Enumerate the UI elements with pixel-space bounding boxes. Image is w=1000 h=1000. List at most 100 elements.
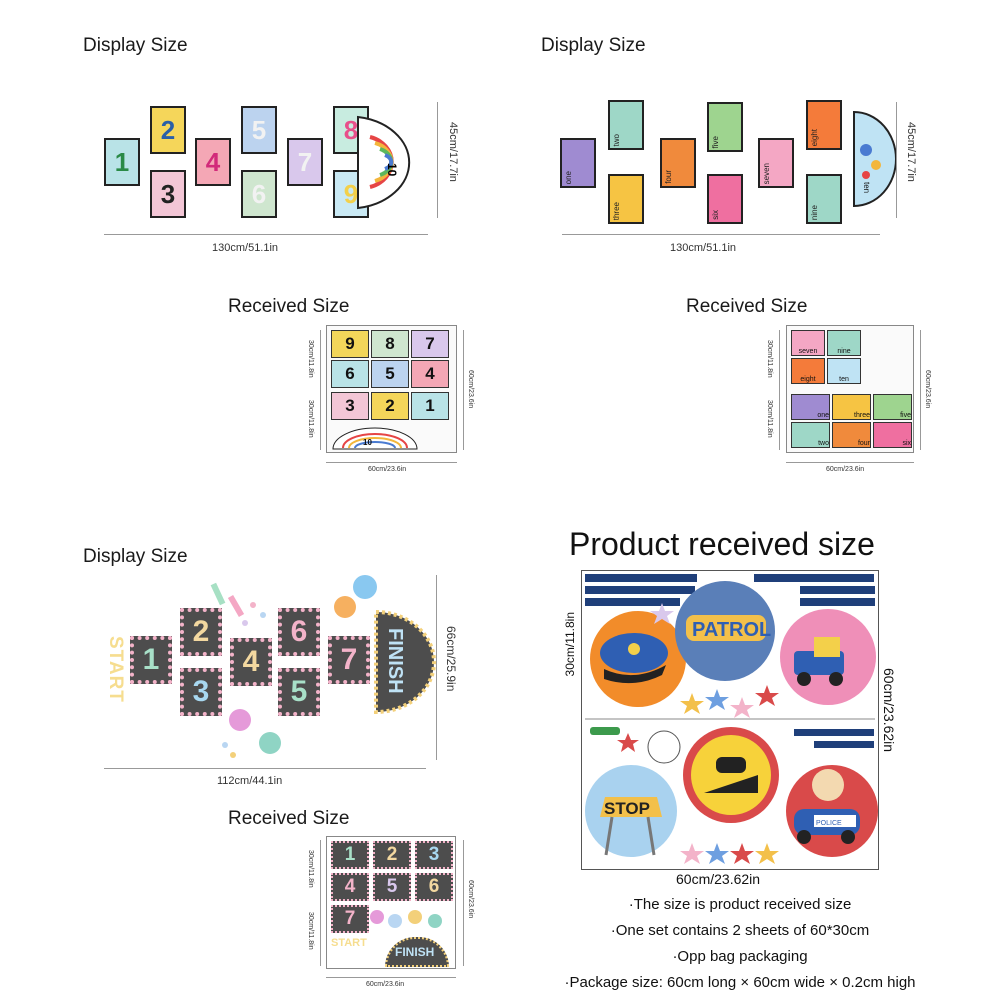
word-tile: seven bbox=[758, 138, 794, 188]
tile-number: 1 bbox=[114, 146, 130, 177]
tile-word: one bbox=[564, 170, 573, 184]
finish-half-circle bbox=[374, 610, 436, 714]
hopscotch-square: 3 bbox=[180, 668, 222, 716]
tile-number: 5 bbox=[251, 114, 267, 145]
received-word-cell: one bbox=[791, 394, 830, 420]
display-size-heading-2: Display Size bbox=[541, 35, 646, 56]
tile-number: 6 bbox=[251, 178, 267, 209]
tile-word: nine bbox=[810, 204, 819, 220]
received-half-dimension: 30cm/11.8in bbox=[307, 340, 314, 378]
received-hop-cell: 5 bbox=[373, 873, 411, 901]
received-number-cell: 2 bbox=[371, 392, 409, 420]
received-hop-cell: 2 bbox=[373, 841, 411, 869]
product-note-line: ·Opp bag packaging bbox=[672, 948, 808, 965]
received-half-dimension-6: 30cm/11.8in bbox=[307, 912, 314, 950]
received-half-dimension-4: 30cm/11.8in bbox=[766, 400, 773, 438]
tile-number: 8 bbox=[343, 114, 359, 145]
tile-word: seven bbox=[762, 162, 771, 184]
hopscotch-square: 5 bbox=[278, 668, 320, 716]
police-text: POLICE bbox=[816, 820, 842, 827]
received-hop-cell: 3 bbox=[415, 841, 453, 869]
rainbow-arc-tile: 10 bbox=[357, 115, 411, 210]
decorative-confetti-top bbox=[210, 575, 377, 626]
received-word-cell: six bbox=[873, 422, 912, 448]
received-hop-cell: 7 bbox=[331, 905, 369, 933]
hopscotch-square: 4 bbox=[230, 638, 272, 686]
received-hop-cell: 6 bbox=[415, 873, 453, 901]
received-word-cell: seven bbox=[791, 330, 825, 356]
received-word-cell: nine bbox=[827, 330, 861, 356]
received-height-dimension-3: 60cm/23.6in bbox=[467, 880, 474, 919]
display-size-heading-3: Display Size bbox=[83, 546, 188, 567]
number-tile: 2 bbox=[150, 106, 186, 154]
tile-word: two bbox=[612, 133, 621, 146]
height-dimension-2: 45cm/17.7in bbox=[905, 122, 917, 182]
received-finish-label: FINISH bbox=[395, 945, 435, 959]
product-note-line: ·The size is product received size bbox=[628, 896, 852, 913]
received-hop-cell: 1 bbox=[331, 841, 369, 869]
received-width-dimension-3: 60cm/23.6in bbox=[366, 981, 405, 988]
square-number: 5 bbox=[290, 675, 308, 708]
tile-word: four bbox=[664, 170, 673, 184]
police-sticker-sheet: PATROL STOP bbox=[581, 570, 879, 870]
tile-number: 7 bbox=[297, 146, 313, 177]
word-tile: four bbox=[660, 138, 696, 188]
received-half-dimension-2: 30cm/11.8in bbox=[307, 400, 314, 438]
word-tile: three bbox=[608, 174, 644, 224]
received-number-cell: 8 bbox=[371, 330, 409, 358]
tile-number: 2 bbox=[160, 114, 176, 145]
received-height-dimension: 60cm/23.6in bbox=[467, 370, 474, 409]
tile-number: 3 bbox=[160, 178, 176, 209]
number-tile: 6 bbox=[241, 170, 277, 218]
received-number-cell: 5 bbox=[371, 360, 409, 388]
hopscotch-square: 2 bbox=[180, 608, 222, 656]
received-word-cell: four bbox=[832, 422, 871, 448]
finish-label: FINISH bbox=[384, 628, 406, 694]
ten-arc-label: ten bbox=[862, 182, 871, 194]
word-tile: nine bbox=[806, 174, 842, 224]
received-start-label: START bbox=[331, 937, 367, 949]
tile-number: 9 bbox=[343, 178, 359, 209]
display-size-heading: Display Size bbox=[83, 35, 188, 56]
received-word-cell: three bbox=[832, 394, 871, 420]
received-number-cell: 4 bbox=[411, 360, 449, 388]
height-dimension: 45cm/17.7in bbox=[447, 122, 459, 182]
received-word-cell: ten bbox=[827, 358, 861, 384]
product-note-line: ·Package size: 60cm long × 60cm wide × 0… bbox=[564, 974, 916, 991]
received-width-dimension-2: 60cm/23.6in bbox=[826, 466, 865, 473]
received-size-heading-2: Received Size bbox=[686, 296, 808, 317]
tile-word: six bbox=[711, 210, 720, 220]
square-number: 1 bbox=[142, 643, 160, 676]
received-number-cell: 7 bbox=[411, 330, 449, 358]
hopscotch-square: 1 bbox=[130, 636, 172, 684]
received-hop-cell: 4 bbox=[331, 873, 369, 901]
received-word-cell: two bbox=[791, 422, 830, 448]
received-height-dimension-2: 60cm/23.6in bbox=[924, 370, 931, 409]
arc-number: 10 bbox=[385, 163, 399, 177]
police-sticker-art: PATROL STOP bbox=[585, 574, 878, 864]
square-number: 3 bbox=[192, 675, 210, 708]
width-dimension-2: 130cm/51.1in bbox=[670, 242, 737, 254]
hopscotch-square: 7 bbox=[328, 636, 370, 684]
received-half-dimension-3: 30cm/11.8in bbox=[766, 340, 773, 378]
height-dimension-3: 66cm/25.9in bbox=[444, 626, 458, 692]
square-number: 4 bbox=[242, 645, 260, 678]
square-number: 2 bbox=[192, 615, 210, 648]
number-tile: 7 bbox=[287, 138, 323, 186]
received-width-dimension: 60cm/23.6in bbox=[368, 466, 407, 473]
word-tile: one bbox=[560, 138, 596, 188]
word-tile: five bbox=[707, 102, 743, 152]
received-size-heading-3: Received Size bbox=[228, 808, 350, 829]
received-word-cell: eight bbox=[791, 358, 825, 384]
hopscotch-square: 6 bbox=[278, 608, 320, 656]
received-rainbow-arc bbox=[332, 427, 418, 450]
start-label: START bbox=[105, 636, 126, 703]
received-number-cell: 1 bbox=[411, 392, 449, 420]
number-tile: 3 bbox=[150, 170, 186, 218]
square-number: 6 bbox=[290, 615, 308, 648]
product-note-line: ·One set contains 2 sheets of 60*30cm bbox=[610, 922, 870, 939]
tile-number: 4 bbox=[205, 146, 221, 177]
